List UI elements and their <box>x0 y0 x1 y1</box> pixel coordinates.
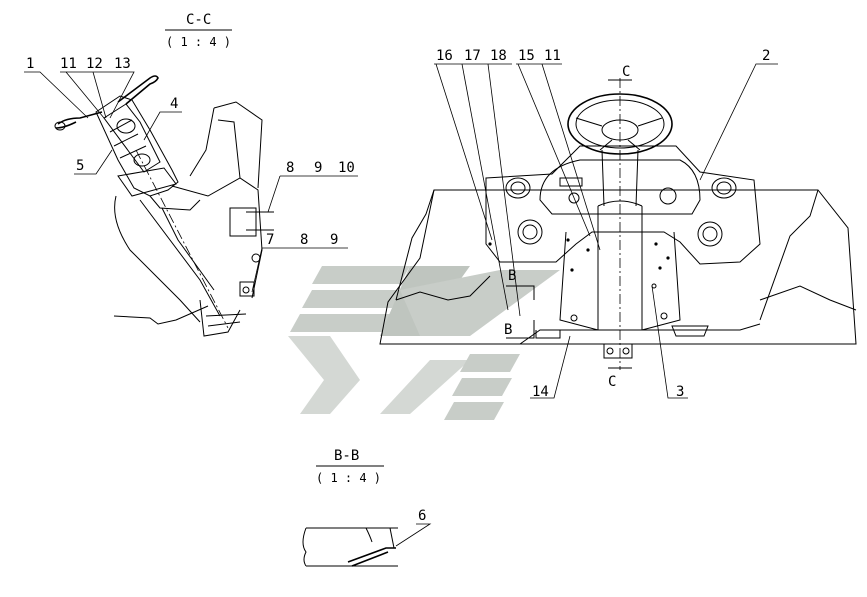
section-c-top: C <box>622 64 630 80</box>
callout-5: 5 <box>76 158 84 174</box>
callouts-main <box>434 63 778 399</box>
callout-9b: 9 <box>330 232 338 248</box>
callout-7: 7 <box>266 232 274 248</box>
cc-title: C-C <box>186 12 211 28</box>
bb-scale: ( 1 : 4 ) <box>316 471 381 485</box>
callout-3: 3 <box>676 384 684 400</box>
callout-10: 10 <box>338 160 355 176</box>
callout-2: 2 <box>762 48 770 64</box>
main-view <box>379 78 857 370</box>
callout-8b: 8 <box>300 232 308 248</box>
callout-13: 13 <box>114 56 131 72</box>
callout-8a: 8 <box>286 160 294 176</box>
section-view-cc <box>54 29 274 337</box>
callout-9a: 9 <box>314 160 322 176</box>
section-b-bottom: B <box>504 322 512 338</box>
section-b-top: B <box>508 268 516 284</box>
cc-scale: ( 1 : 4 ) <box>166 35 231 49</box>
callout-12: 12 <box>86 56 103 72</box>
callout-17: 17 <box>464 48 481 64</box>
callout-6: 6 <box>418 508 426 524</box>
callout-14: 14 <box>532 384 549 400</box>
callout-16: 16 <box>436 48 453 64</box>
callout-1: 1 <box>26 56 34 72</box>
section-view-bb <box>302 465 432 567</box>
bb-title: B-B <box>334 448 359 464</box>
callout-11a: 11 <box>60 56 77 72</box>
labels: C-C ( 1 : 4 ) B-B ( 1 : 4 ) C C B B 1 11… <box>26 12 770 524</box>
callout-11b: 11 <box>544 48 561 64</box>
callout-15: 15 <box>518 48 535 64</box>
callout-18: 18 <box>490 48 507 64</box>
watermark-logo <box>288 266 560 420</box>
section-c-bottom: C <box>608 374 616 390</box>
callouts-cc <box>24 71 358 293</box>
callout-4: 4 <box>170 96 178 112</box>
